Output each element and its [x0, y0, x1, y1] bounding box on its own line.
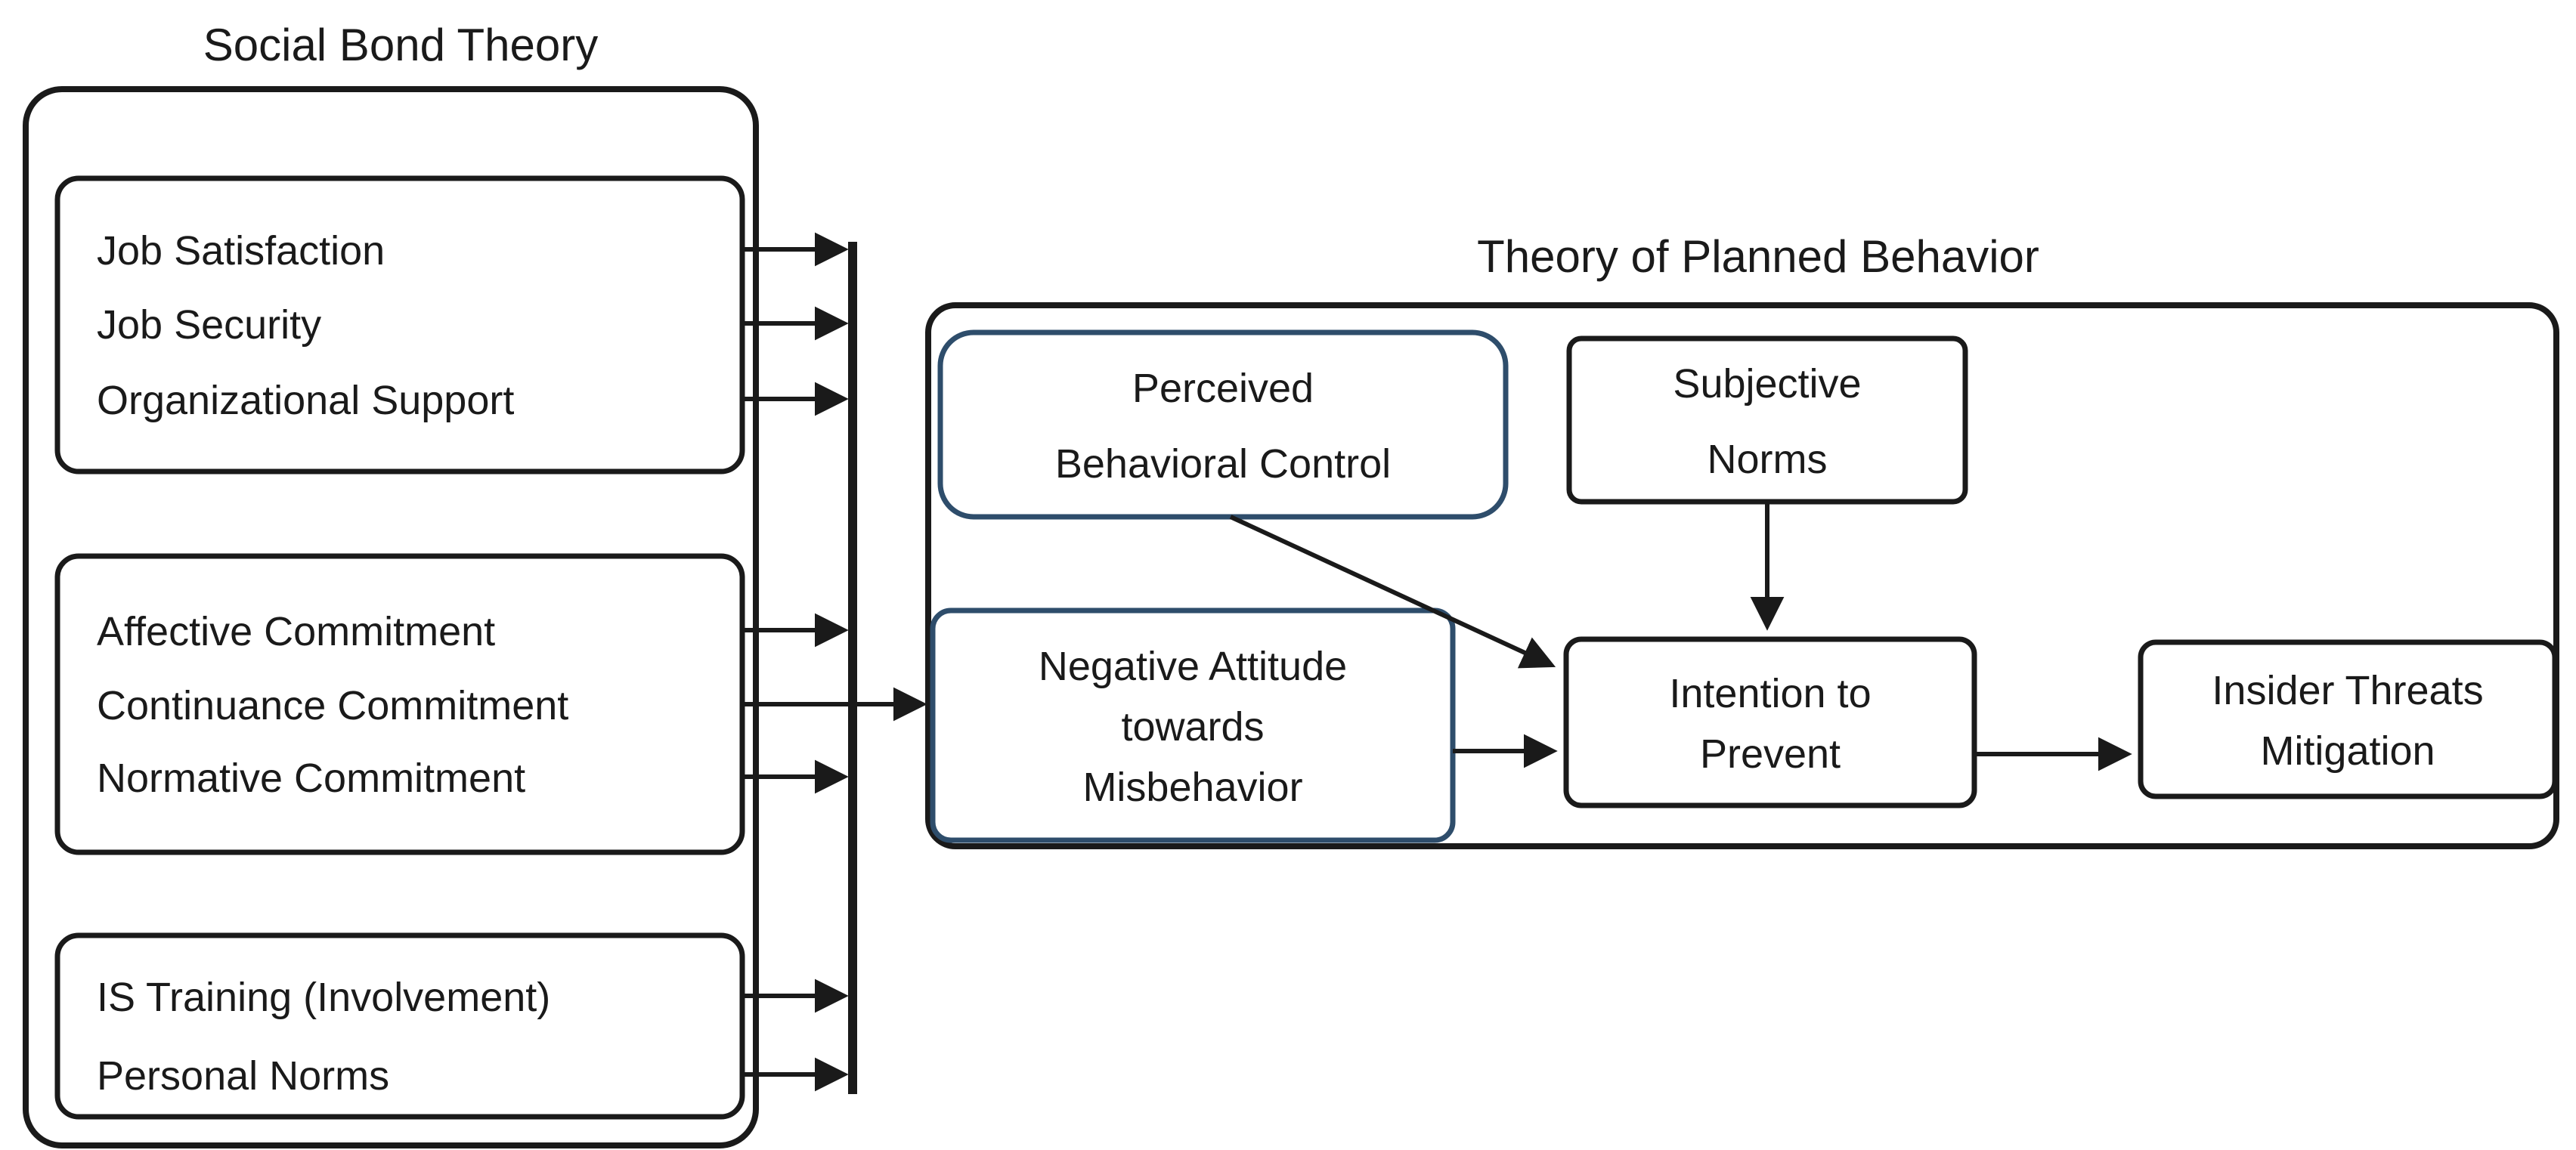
item-job-security: Job Security [97, 302, 321, 348]
item-job-satisfaction: Job Satisfaction [97, 228, 385, 274]
insider-threats-mitigation-label-line2: Mitigation [2260, 728, 2435, 774]
norms-training-group-box [54, 932, 745, 1120]
intention-to-prevent-label-line2: Prevent [1700, 731, 1841, 777]
social-bond-connectors [742, 232, 927, 1094]
perceived-behavioral-control-label-line1: Perceived [1132, 366, 1314, 411]
subjective-norms-label-line1: Subjective [1673, 361, 1861, 407]
insider-threats-mitigation-label-line1: Insider Threats [2212, 668, 2483, 713]
theory-of-planned-behavior-section: Theory of Planned Behavior Perceived Beh… [925, 231, 2559, 849]
negative-attitude-label-line2: towards [1121, 704, 1264, 750]
tpb-connectors [1229, 502, 2132, 771]
perceived-behavioral-control-label-line2: Behavioral Control [1055, 441, 1391, 487]
intention-to-prevent-label-line1: Intention to [1669, 671, 1871, 716]
negative-attitude-label-line1: Negative Attitude [1039, 644, 1347, 689]
arrow-pbc-to-intention [1229, 515, 1556, 669]
item-is-training-involvement: IS Training (Involvement) [97, 975, 550, 1020]
social-bond-theory-title: Social Bond Theory [203, 20, 599, 70]
negative-attitude-box [930, 607, 1456, 843]
negative-attitude-label-line3: Misbehavior [1082, 765, 1302, 810]
perceived-behavioral-control-box [937, 329, 1509, 520]
intention-to-prevent-box [1563, 636, 1977, 808]
theory-of-planned-behavior-title: Theory of Planned Behavior [1477, 231, 2039, 282]
social-bond-theory-section: Social Bond Theory Job Satisfaction Job … [23, 20, 759, 1148]
item-normative-commitment: Normative Commitment [97, 756, 525, 801]
insider-threats-mitigation-box [2138, 639, 2558, 799]
item-personal-norms: Personal Norms [97, 1053, 389, 1099]
item-affective-commitment: Affective Commitment [97, 609, 495, 654]
item-organizational-support: Organizational Support [97, 378, 514, 423]
item-continuance-commitment: Continuance Commitment [97, 683, 568, 728]
subjective-norms-label-line2: Norms [1708, 437, 1828, 482]
